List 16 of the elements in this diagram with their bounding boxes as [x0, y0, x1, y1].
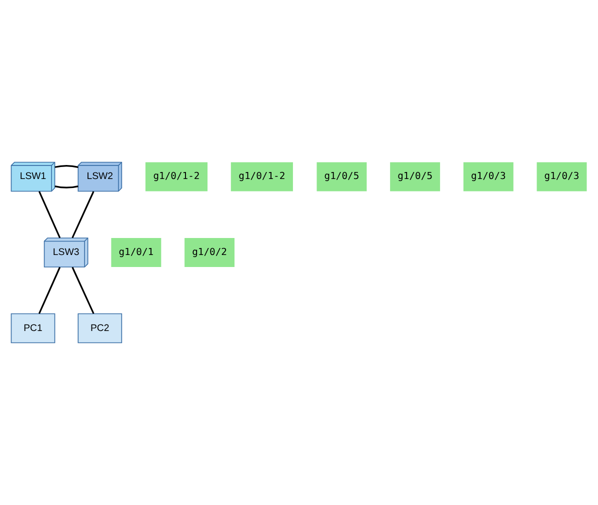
label: g1/0/5 — [398, 171, 433, 182]
node-box: PC1 — [10, 313, 56, 344]
connector — [38, 191, 61, 238]
label: g1/0/1-2 — [153, 171, 200, 182]
label: g1/0/2 — [192, 247, 227, 258]
connector — [38, 266, 61, 314]
label: g1/0/1-2 — [238, 171, 286, 182]
label: g1/0/1 — [118, 247, 154, 258]
label: g1/0/3 — [470, 171, 506, 182]
connector — [54, 186, 78, 188]
connector — [72, 266, 94, 314]
node-box: PC2 — [78, 313, 122, 344]
label: g1/0/3 — [544, 171, 580, 182]
connector — [72, 191, 94, 238]
connector — [54, 165, 78, 168]
label: g1/0/5 — [324, 171, 360, 182]
